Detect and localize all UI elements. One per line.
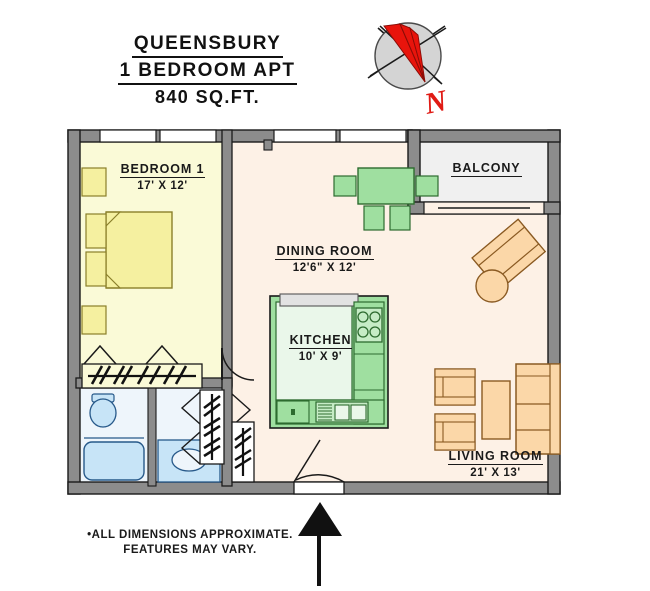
closet-hangers-entry [234, 427, 252, 470]
wall-left [67, 129, 81, 495]
compass-icon [367, 22, 447, 90]
kitchen-sink [315, 401, 369, 423]
round-side-table [475, 269, 509, 303]
bathtub [83, 441, 145, 481]
closet-bifold-doors-hall[interactable] [180, 391, 201, 465]
title-block: QUEENSBURY 1 BEDROOM APT 840 SQ.FT. [95, 33, 320, 109]
cooktop-burners [355, 307, 383, 343]
floor-plan [64, 126, 572, 586]
sofa-three-seat [515, 363, 561, 455]
wall-bedroom-divider [221, 129, 233, 387]
window-bedroom-a [99, 129, 157, 143]
coffee-table [481, 380, 511, 440]
dining-chair-front-right [389, 205, 411, 231]
dining-table [357, 167, 415, 205]
balcony-floor [407, 133, 561, 209]
bed [105, 211, 173, 289]
closet-hangers-hall-upper [203, 394, 221, 458]
kitchen-upper-cabinet [279, 293, 359, 307]
dining-chair-right [415, 175, 439, 197]
nightstand-lower [81, 305, 107, 335]
entry-door-swing-arc [295, 474, 345, 483]
entry-door-leaf [293, 439, 321, 483]
footnote-line-1: •ALL DIMENSIONS APPROXIMATE. [87, 529, 293, 541]
window-bedroom-b [159, 129, 217, 143]
nightstand-upper [81, 167, 107, 197]
wall-balcony-top [407, 129, 561, 143]
dining-chair-front-left [363, 205, 385, 231]
footnote-line-2: FEATURES MAY VARY. [123, 544, 257, 556]
compass-rose: N [360, 12, 470, 121]
pillow-upper [85, 213, 107, 249]
window-dining-b [339, 129, 407, 143]
plan-title-type: 1 BEDROOM APT [117, 60, 298, 85]
closet-bifold-doors-bedroom[interactable] [83, 344, 179, 365]
footnote-block: •ALL DIMENSIONS APPROXIMATE. FEATURES MA… [60, 528, 320, 558]
closet-hangers-bedroom [90, 365, 188, 385]
floor-plan-drawing [67, 129, 561, 495]
dining-chair-left [333, 175, 357, 197]
entry-door-opening[interactable] [293, 481, 345, 495]
armchair-upper [434, 368, 476, 406]
toilet [89, 393, 117, 428]
plan-title-area: 840 SQ.FT. [154, 87, 261, 107]
bedroom-door[interactable] [221, 347, 255, 381]
wall-bath-inner [147, 387, 157, 487]
armchair-lower [434, 413, 476, 451]
wall-top-stub [263, 139, 273, 151]
kitchen-open-floor [275, 301, 353, 401]
entry-direction-arrow [298, 502, 342, 586]
window-dining-a [273, 129, 337, 143]
bed-corner-folds [105, 211, 122, 289]
cabinet-handle-icon [291, 409, 295, 415]
plan-title-name: QUEENSBURY [131, 33, 284, 58]
pillow-lower [85, 251, 107, 287]
